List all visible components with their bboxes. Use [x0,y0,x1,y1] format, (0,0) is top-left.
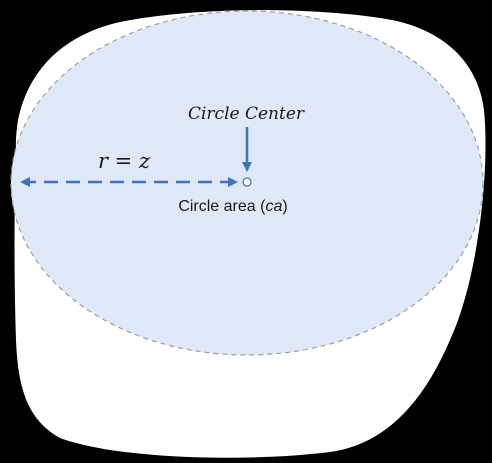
area-label-suffix: ) [282,198,287,215]
circle-center-label: Circle Center [188,104,305,124]
radius-label: r = z [98,149,151,173]
area-label-var: ca [265,198,282,215]
center-point [242,177,252,187]
circle-area-label: Circle area (ca) [178,198,287,215]
area-label-prefix: Circle area ( [178,198,266,215]
